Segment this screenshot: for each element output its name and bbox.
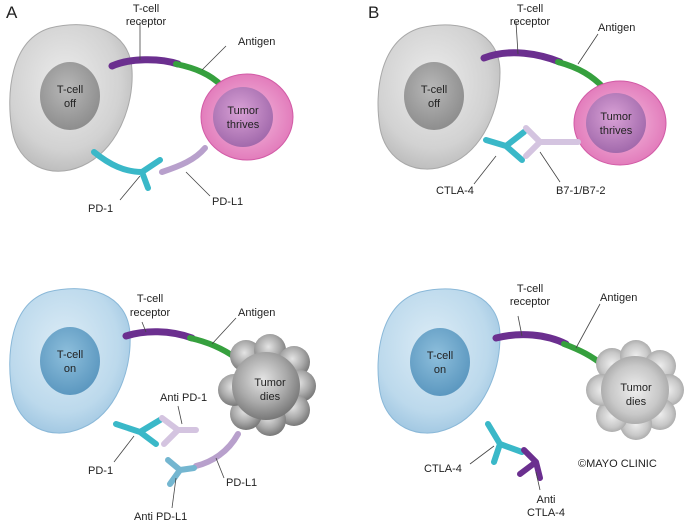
tumor-label-line2: dies — [626, 396, 647, 408]
tumor-label-line1: Tumor — [620, 382, 652, 394]
receptor-label-line2: receptor — [126, 16, 167, 28]
panel-top-left: T-cell off Tumor thrives T-cell receptor… — [9, 3, 294, 215]
leader-line — [535, 471, 541, 491]
antigen-label: Antigen — [238, 307, 275, 319]
cell-label-line2: on — [434, 364, 446, 376]
receptor-label-line1: T-cell — [137, 293, 163, 305]
tumor-label-line2: dies — [260, 391, 281, 403]
t-cell-receptor — [108, 56, 182, 70]
anti-pd-l1-label: Anti PD-L1 — [134, 511, 187, 523]
tumor-nucleus — [213, 87, 273, 147]
cell-label-line1: T-cell — [57, 84, 83, 96]
t-cell-receptor — [480, 49, 564, 66]
anti-ctla-4-label-line2: CTLA-4 — [527, 507, 565, 519]
leader-line — [575, 303, 601, 349]
t-cell-nucleus — [404, 62, 464, 130]
panel-bottom-right: T-cell on Tumor dies T-cell receptor Ant… — [377, 283, 684, 519]
leader-line — [185, 171, 211, 197]
leader-line — [577, 33, 599, 65]
leader-line — [539, 151, 561, 183]
receptor-label-line1: T-cell — [133, 3, 159, 15]
anti-ctla-4-antibody — [517, 447, 543, 481]
leader-line — [201, 45, 227, 71]
antigen — [555, 59, 607, 91]
leader-line — [113, 435, 135, 463]
cell-label-line2: off — [428, 98, 441, 110]
receptor-label-line2: receptor — [510, 296, 551, 308]
ctla-4-label: CTLA-4 — [436, 185, 474, 197]
cell-label-line2: on — [64, 363, 76, 375]
anti-pd-l1-antibody — [165, 457, 197, 487]
panel-label-a: A — [6, 3, 18, 22]
pd-1-receptor — [113, 417, 163, 447]
cell-label-line1: T-cell — [421, 84, 447, 96]
anti-pd-1-antibody — [159, 415, 199, 447]
pd-1-label: PD-1 — [88, 465, 113, 477]
leader-line — [469, 445, 495, 465]
pd-l1-ligand — [159, 145, 208, 175]
leader-line — [171, 477, 177, 509]
t-cell-receptor — [492, 331, 570, 348]
leader-line — [177, 405, 183, 425]
receptor-label-line1: T-cell — [517, 283, 543, 295]
antigen-label: Antigen — [238, 36, 275, 48]
receptor-label-line2: receptor — [130, 307, 171, 319]
leader-line — [215, 457, 225, 479]
leader-line — [473, 155, 497, 185]
panel-label-b: B — [368, 3, 379, 22]
pd-1-label: PD-1 — [88, 203, 113, 215]
receptor-label-line1: T-cell — [517, 3, 543, 15]
pd-l1-ligand — [193, 431, 241, 469]
t-cell-nucleus — [410, 328, 470, 396]
b7-ligand — [523, 125, 581, 159]
pd-1-receptor — [91, 149, 163, 191]
leader-line — [517, 315, 523, 337]
panel-top-right: T-cell off Tumor thrives T-cell receptor… — [377, 3, 667, 197]
tumor-nucleus — [586, 93, 646, 153]
ctla-4-receptor — [485, 421, 525, 465]
panel-bottom-left: T-cell on Tumor dies T-cell receptor Ant… — [9, 288, 316, 523]
receptor-label-line2: receptor — [510, 16, 551, 28]
ctla-4-receptor — [483, 129, 527, 163]
t-cell-nucleus — [40, 62, 100, 130]
tumor-label-line1: Tumor — [254, 377, 286, 389]
pd-l1-label: PD-L1 — [212, 196, 243, 208]
tumor-label-line2: thrives — [600, 125, 633, 137]
cell-label-line1: T-cell — [57, 349, 83, 361]
antigen-label: Antigen — [600, 292, 637, 304]
ctla-4-label: CTLA-4 — [424, 463, 462, 475]
leader-line — [211, 317, 237, 345]
tumor-dying — [586, 340, 684, 440]
b7-label: B7-1/B7-2 — [556, 185, 606, 197]
tumor-dying — [218, 334, 316, 436]
anti-ctla-4-label-line1: Anti — [537, 494, 556, 506]
cell-label-line2: off — [64, 98, 77, 110]
antigen — [187, 335, 239, 361]
tumor-label-line1: Tumor — [600, 111, 632, 123]
leader-line — [515, 21, 519, 55]
anti-pd-1-label: Anti PD-1 — [160, 392, 207, 404]
t-cell-receptor — [122, 328, 196, 342]
antigen — [173, 61, 225, 89]
tumor-label-line1: Tumor — [227, 105, 259, 117]
antigen-label: Antigen — [598, 22, 635, 34]
leader-line — [141, 321, 147, 333]
tumor-label-line2: thrives — [227, 119, 260, 131]
cell-label-line1: T-cell — [427, 350, 453, 362]
pd-l1-label: PD-L1 — [226, 477, 257, 489]
t-cell-nucleus — [40, 327, 100, 395]
copyright-text: ©MAYO CLINIC — [578, 458, 657, 470]
leader-line — [119, 175, 141, 201]
